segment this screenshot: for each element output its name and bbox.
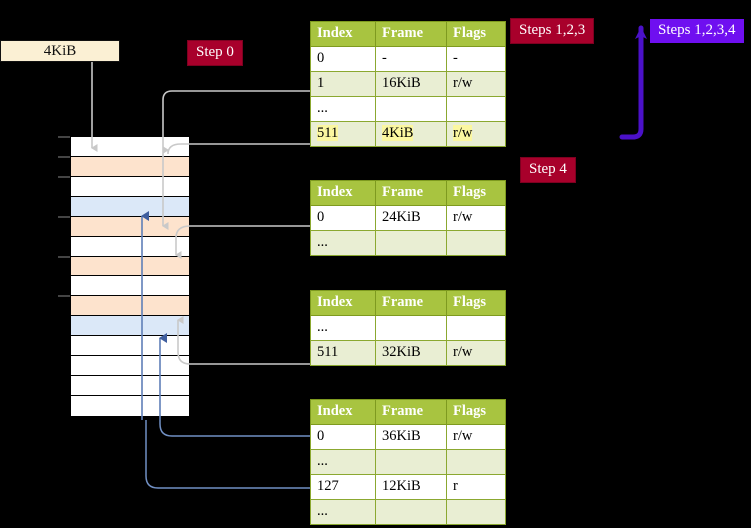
column-header-flags: Flags bbox=[446, 290, 506, 316]
memory-frame-row bbox=[71, 196, 189, 217]
table-header-row: Index Frame Flags bbox=[310, 399, 506, 425]
badge-steps-1-2-3: Steps 1,2,3 bbox=[511, 19, 594, 43]
cell-index: 511 bbox=[310, 121, 376, 147]
memory-frame-row bbox=[71, 376, 189, 396]
cell-frame: 4KiB bbox=[375, 121, 447, 147]
cell-index: 0 bbox=[310, 205, 376, 231]
memory-frame-row bbox=[71, 176, 189, 197]
memory-frame-row bbox=[71, 216, 189, 237]
cell-frame: 16KiB bbox=[375, 71, 447, 97]
cell-frame: 24KiB bbox=[375, 205, 447, 231]
cell-flags: r/w bbox=[446, 424, 506, 450]
column-header-frame: Frame bbox=[375, 180, 447, 206]
cell-index: 0 bbox=[310, 46, 376, 72]
cell-flags bbox=[446, 230, 506, 256]
cell-flags bbox=[446, 499, 506, 525]
cell-flags: r bbox=[446, 474, 506, 500]
cell-frame bbox=[375, 315, 447, 341]
cell-index: ... bbox=[310, 315, 376, 341]
cell-index: ... bbox=[310, 449, 376, 475]
cell-frame bbox=[375, 499, 447, 525]
column-header-index: Index bbox=[310, 21, 376, 47]
column-header-frame: Frame bbox=[375, 21, 447, 47]
cell-index: ... bbox=[310, 96, 376, 122]
cell-flags bbox=[446, 96, 506, 122]
cell-index: 1 bbox=[310, 71, 376, 97]
column-header-flags: Flags bbox=[446, 21, 506, 47]
physical-memory-column bbox=[70, 136, 190, 416]
cell-frame: 32KiB bbox=[375, 340, 447, 366]
table-row: ... bbox=[310, 499, 506, 525]
memory-frame-row bbox=[71, 137, 189, 157]
cell-flags: r/w bbox=[446, 71, 506, 97]
frame-size-label: 4KiB bbox=[43, 42, 77, 59]
table-header-row: Index Frame Flags bbox=[310, 180, 506, 206]
column-header-index: Index bbox=[310, 180, 376, 206]
cell-flags: r/w bbox=[446, 205, 506, 231]
column-header-index: Index bbox=[310, 399, 376, 425]
cell-index: ... bbox=[310, 499, 376, 525]
column-header-index: Index bbox=[310, 290, 376, 316]
cell-index: 511 bbox=[310, 340, 376, 366]
memory-frame-row bbox=[71, 356, 189, 377]
badge-step-4: Step 4 bbox=[521, 158, 575, 182]
table-header-row: Index Frame Flags bbox=[310, 290, 506, 316]
cell-flags: - bbox=[446, 46, 506, 72]
table-row: ... bbox=[310, 315, 506, 341]
memory-frame-row bbox=[71, 296, 189, 317]
table-row: ... bbox=[310, 449, 506, 475]
memory-frame-row bbox=[71, 156, 189, 177]
memory-frame-row bbox=[71, 276, 189, 297]
cell-index: ... bbox=[310, 230, 376, 256]
column-header-flags: Flags bbox=[446, 180, 506, 206]
memory-frame-row bbox=[71, 336, 189, 357]
table-row: 0-- bbox=[310, 46, 506, 72]
table-header-row: Index Frame Flags bbox=[310, 21, 506, 47]
memory-frame-row bbox=[71, 236, 189, 257]
cell-flags: r/w bbox=[446, 340, 506, 366]
cell-frame: 36KiB bbox=[375, 424, 447, 450]
cell-frame: 12KiB bbox=[375, 474, 447, 500]
table-row: ... bbox=[310, 96, 506, 122]
badge-steps-1-2-3-4: Steps 1,2,3,4 bbox=[650, 19, 744, 43]
column-header-flags: Flags bbox=[446, 399, 506, 425]
cell-frame bbox=[375, 230, 447, 256]
memory-frame-row bbox=[71, 395, 189, 416]
column-header-frame: Frame bbox=[375, 399, 447, 425]
cell-frame bbox=[375, 449, 447, 475]
cell-frame bbox=[375, 96, 447, 122]
table-row: ... bbox=[310, 230, 506, 256]
cell-index: 127 bbox=[310, 474, 376, 500]
badge-step-0: Step 0 bbox=[188, 41, 242, 65]
cell-frame: - bbox=[375, 46, 447, 72]
memory-frame-row bbox=[71, 256, 189, 277]
frame-size-box: 4KiB bbox=[0, 40, 120, 62]
cell-flags: r/w bbox=[446, 121, 506, 147]
cell-flags bbox=[446, 449, 506, 475]
cell-flags bbox=[446, 315, 506, 341]
column-header-frame: Frame bbox=[375, 290, 447, 316]
memory-frame-row bbox=[71, 316, 189, 337]
cell-index: 0 bbox=[310, 424, 376, 450]
